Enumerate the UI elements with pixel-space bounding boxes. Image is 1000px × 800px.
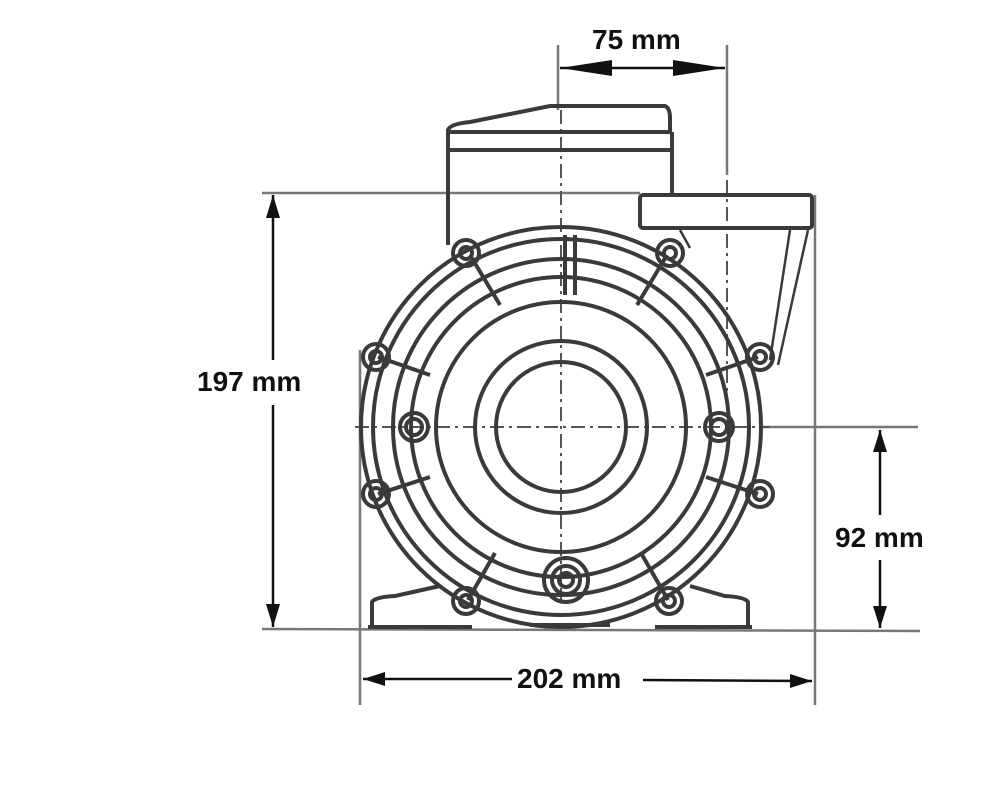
- suction-inlet-outer: [473, 339, 649, 515]
- center-lines: [355, 110, 770, 600]
- extension-lines: [261, 45, 921, 705]
- overall-width-dimension-label: 202 mm: [517, 663, 622, 695]
- shaft-center-height-dimension-label: 92 mm: [835, 522, 924, 554]
- bolts: [361, 238, 775, 616]
- dimension-75mm-line: [560, 60, 725, 76]
- dimension-92mm-line: [873, 430, 887, 628]
- dimension-197mm-line: [266, 195, 280, 627]
- outlet-offset-dimension-label: 75 mm: [592, 24, 681, 55]
- dimension-202mm-line: [363, 672, 813, 688]
- mounting-feet: [368, 584, 752, 629]
- suction-inlet-inner: [494, 360, 628, 494]
- overall-height-dimension-label: 197 mm: [197, 366, 302, 398]
- motor-housing-top: [446, 104, 674, 245]
- discharge-outlet: [638, 193, 814, 366]
